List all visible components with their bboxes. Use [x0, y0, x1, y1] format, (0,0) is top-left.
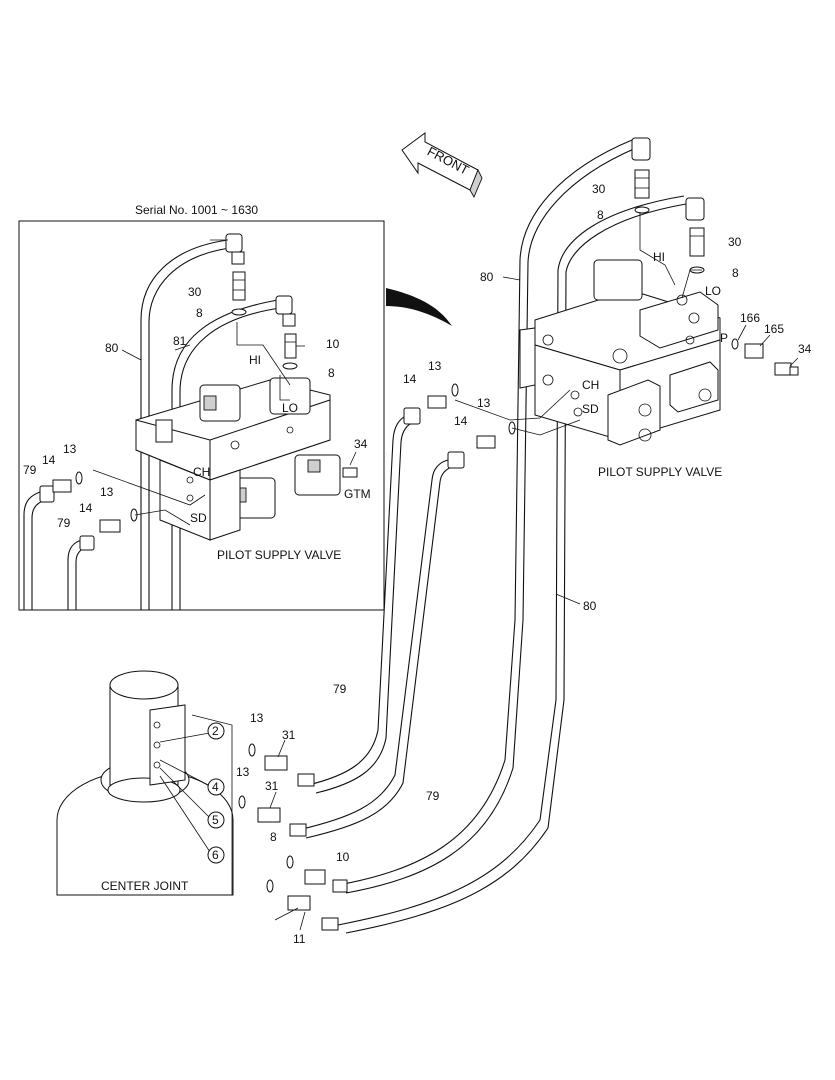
label-165: 165	[764, 322, 784, 336]
inset-label-80: 80	[105, 341, 119, 355]
inset-label-13a: 13	[63, 442, 77, 456]
main-hoses-79	[297, 383, 516, 839]
inset-label-10: 10	[326, 337, 340, 351]
label-13a: 13	[428, 359, 442, 373]
label-31b: 31	[265, 779, 279, 793]
label-lo: LO	[705, 284, 721, 298]
inset-label-79b: 79	[57, 516, 71, 530]
inset-label-14b: 14	[79, 501, 93, 515]
main-hoses-80	[337, 137, 705, 934]
inset-label-8b: 8	[328, 366, 335, 380]
label-sd: SD	[582, 402, 599, 416]
label-10: 10	[336, 850, 350, 864]
label-14a: 14	[403, 372, 417, 386]
port-circle-5: 5	[212, 813, 219, 827]
center-joint-fittings	[238, 739, 348, 931]
inset-label-81: 81	[173, 334, 187, 348]
inset-label-8a: 8	[196, 306, 203, 320]
label-13c: 13	[250, 711, 264, 725]
port-circle-6: 6	[212, 848, 219, 862]
label-13b: 13	[477, 396, 491, 410]
inset-label-30: 30	[188, 285, 202, 299]
main-pilot-supply-valve	[454, 212, 799, 605]
label-p: P	[720, 331, 728, 345]
inset-label-gtm: GTM	[344, 487, 371, 501]
inset-label-hi: HI	[249, 353, 261, 367]
label-8c: 8	[270, 830, 277, 844]
detail-pointer-arrow	[386, 288, 452, 326]
label-166: 166	[740, 311, 760, 325]
label-13d: 13	[236, 765, 250, 779]
inset-title: Serial No. 1001 ~ 1630	[135, 203, 258, 217]
inset-label-sd: SD	[190, 511, 207, 525]
port-circle-4: 4	[212, 780, 219, 794]
label-80b: 80	[583, 599, 597, 613]
label-30b: 30	[728, 235, 742, 249]
inset-label-lo: LO	[282, 401, 298, 415]
label-30a: 30	[592, 182, 606, 196]
inset-label-14a: 14	[42, 453, 56, 467]
front-arrow: FRONT	[401, 132, 483, 199]
label-8a: 8	[597, 208, 604, 222]
inset-valve-label: PILOT SUPPLY VALVE	[217, 548, 341, 562]
inset-detail: Serial No. 1001 ~ 1630	[18, 203, 385, 611]
center-joint	[56, 670, 234, 896]
label-8b: 8	[732, 266, 739, 280]
label-11: 11	[293, 932, 306, 946]
inset-label-79a: 79	[23, 463, 37, 477]
port-circle-2: 2	[212, 724, 219, 738]
label-31a: 31	[282, 728, 296, 742]
label-ch: CH	[582, 378, 599, 392]
label-80a: 80	[480, 270, 494, 284]
inset-label-13b: 13	[100, 485, 114, 499]
port-number-circles: 2 4 5 6	[207, 722, 225, 864]
label-34: 34	[798, 342, 812, 356]
label-79a: 79	[333, 682, 347, 696]
inset-label-34: 34	[354, 437, 368, 451]
main-labels: 30 8 HI 30 8 LO 80 166 165 34 P 13 14 CH…	[101, 182, 812, 946]
main-valve-label: PILOT SUPPLY VALVE	[598, 465, 722, 479]
label-hi: HI	[653, 250, 665, 264]
inset-label-ch: CH	[193, 465, 210, 479]
center-joint-label: CENTER JOINT	[101, 879, 189, 893]
label-79b: 79	[426, 789, 440, 803]
label-14b: 14	[454, 414, 468, 428]
